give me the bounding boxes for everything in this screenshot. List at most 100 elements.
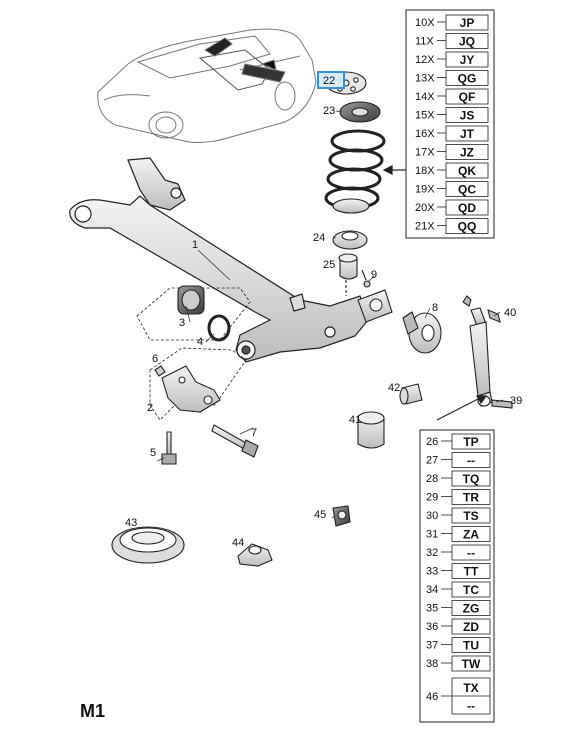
table-arrows (382, 165, 488, 421)
shock-code-box (451, 618, 491, 635)
shock-extra-code-1: TX (463, 681, 478, 695)
shock-row-code: -- (467, 546, 475, 560)
spring-row-num: 20X (415, 202, 435, 214)
spring-code-box (445, 125, 489, 142)
shock-row-code: TT (464, 565, 479, 579)
shock-row-num: 38 (426, 658, 438, 670)
callout-43: 43 (125, 517, 137, 529)
spring-row-code: JY (460, 53, 475, 67)
spring-code-box (445, 144, 489, 160)
spring-table-row: 11X JQ (415, 33, 489, 49)
car-illustration (97, 28, 317, 143)
shock-code-box (451, 470, 491, 487)
spring-row-num: 11X (415, 36, 434, 48)
shock-code-box (451, 433, 491, 450)
callout-labels: 1 2 3 4 5 6 7 8 9 23 24 25 39 40 41 42 4… (125, 105, 522, 549)
callout-2: 2 (147, 402, 153, 414)
shock-code-box (451, 544, 491, 561)
spring-row-code: QQ (458, 220, 477, 234)
shock-code-box (451, 655, 491, 672)
callout-22: 22 (323, 75, 335, 87)
shock-extra-num: 46 (426, 691, 438, 703)
shock-row-code: ZD (463, 620, 479, 634)
spring-row-code: JQ (459, 35, 475, 49)
callout-5: 5 (150, 447, 156, 459)
callout-22-highlight[interactable]: 22 (317, 71, 345, 89)
spring-assembly (324, 71, 386, 296)
callout-45: 45 (314, 509, 326, 521)
shock-row-code: TQ (463, 472, 480, 486)
shock-code-box (451, 600, 491, 616)
callout-8: 8 (432, 302, 438, 314)
shock-code-box (451, 563, 491, 579)
spring-row-num: 19X (415, 184, 435, 196)
axle-bushings (136, 285, 251, 342)
spring-code-box (445, 14, 489, 31)
spring-row-code: QG (458, 72, 477, 86)
spring-code-box (445, 51, 489, 68)
shock-row-code: ZG (463, 602, 480, 616)
shock-row-num: 32 (426, 547, 438, 559)
spring-row-num: 18X (415, 165, 435, 177)
shock-code-box (451, 452, 491, 468)
highlight-box[interactable] (317, 71, 345, 89)
rear-axle-beam (69, 157, 369, 363)
spring-table-row: 12X JY (415, 51, 489, 68)
callout-4: 4 (197, 336, 203, 348)
shock-row-code: TC (463, 583, 479, 597)
callout-39: 39 (510, 395, 522, 407)
spring-table-row: 18X QK (415, 162, 489, 179)
shock-row-num: 34 (426, 584, 438, 596)
spring-code-box (445, 162, 489, 179)
shock-row-num: 35 (426, 603, 438, 615)
spring-row-code: QK (458, 164, 476, 178)
spring-code-box (445, 70, 489, 86)
wheel-hub (357, 289, 442, 354)
shock-row-code: TW (462, 657, 481, 671)
spring-row-code: JT (460, 127, 475, 141)
spring-row-num: 15X (415, 110, 435, 122)
shock-table-row: 38 TW (426, 655, 491, 672)
shock-code-box (451, 581, 491, 598)
shock-table-row: 34 TC (426, 581, 491, 598)
spring-row-num: 12X (415, 54, 435, 66)
shock-row-code: -- (467, 454, 475, 468)
shock-row-code: TU (463, 639, 479, 653)
shock-row-code: TP (463, 435, 478, 449)
shock-row-num: 27 (426, 455, 438, 467)
callout-3: 3 (179, 317, 185, 329)
callout-25: 25 (323, 259, 335, 271)
callout-40: 40 (504, 307, 516, 319)
shock-row-code: TS (463, 509, 478, 523)
callout-7: 7 (251, 427, 257, 439)
callout-1: 1 (192, 239, 198, 251)
shock-code-box (451, 489, 491, 505)
shock-row-num: 26 (426, 436, 438, 448)
shock-row-num: 36 (426, 621, 438, 633)
spring-code-box (445, 88, 489, 105)
spring-table-row: 19X QC (415, 181, 489, 197)
mounting-bracket (149, 347, 259, 465)
spring-row-code: JS (460, 109, 475, 123)
callout-41: 41 (349, 414, 361, 426)
loose-parts (111, 383, 423, 567)
spring-row-code: QF (459, 90, 476, 104)
shock-code-box (451, 637, 491, 653)
shock-table-row: 36 ZD (426, 618, 491, 635)
spring-row-code: QC (458, 183, 476, 197)
callout-44: 44 (232, 537, 244, 549)
spring-code-box (445, 33, 489, 49)
spring-code-box (445, 218, 489, 234)
